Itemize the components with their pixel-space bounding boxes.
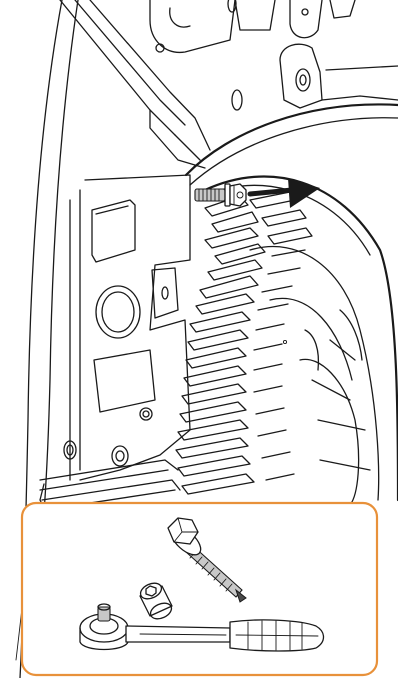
tire-and-wheel (176, 104, 398, 505)
inset-frame (22, 503, 377, 675)
tools-inset (22, 503, 377, 675)
tire-tread (176, 192, 312, 494)
removal-direction-arrow (250, 178, 320, 208)
